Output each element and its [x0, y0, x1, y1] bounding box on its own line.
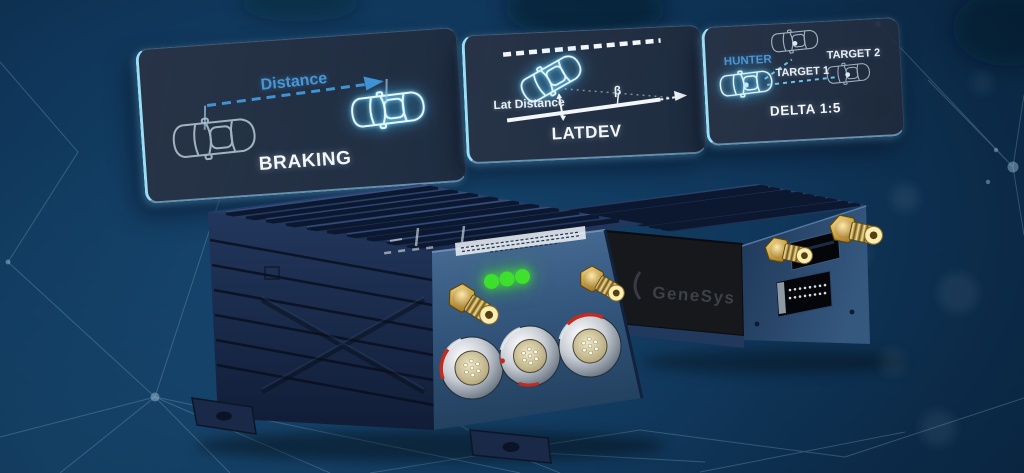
rear-screw-2: [849, 309, 855, 315]
front-device-unit: [191, 184, 644, 464]
latdev-diagram: [502, 38, 688, 123]
status-led-1: [484, 274, 499, 289]
mounting-foot-left: [191, 397, 257, 435]
distance-arrow: [203, 76, 388, 130]
latdev-info-panel: Lat Distance β LATDEV: [461, 24, 707, 165]
delta-link-lines: [743, 40, 851, 88]
status-led-2: [499, 271, 515, 287]
side-face-cross-emboss: [260, 266, 426, 395]
lemo-connector-3: [558, 312, 622, 378]
rear-sma-antenna-connector-1: [764, 237, 813, 265]
lane-dashed-line: [502, 38, 661, 57]
rear-device-edge-highlight: [741, 205, 867, 247]
status-led-3: [515, 269, 530, 284]
delta-info-panel: HUNTER TARGET 1 TARGET 2 DELTA 1:5: [701, 16, 905, 147]
braking-info-panel: Distance BRAKING: [134, 26, 468, 205]
front-right-edge: [603, 229, 644, 399]
rear-device-unit: GeneSys: [558, 184, 884, 348]
rear-sma-antenna-connector-2: [829, 214, 884, 245]
bokeh-circles: [852, 72, 993, 446]
front-sma-antenna-connector-left: [448, 283, 499, 325]
lemo-connector-2: [499, 325, 561, 387]
front-device-heatsink-fins: [225, 184, 620, 251]
rear-pin-connector-port: [775, 270, 833, 318]
brand-logo-mark: [633, 271, 642, 300]
braking-diagram: [170, 76, 428, 164]
status-led-indicators: [484, 269, 530, 289]
rear-screw-1: [754, 321, 760, 327]
top-face-fixtures: [389, 225, 466, 247]
lateral-deviation-lines: [506, 88, 688, 123]
mounting-foot-center: [469, 429, 552, 464]
lemo-connector-1: [439, 336, 504, 400]
delta-diagram: [718, 26, 872, 101]
front-sma-antenna-connector-right: [580, 265, 625, 302]
network-lines: [0, 25, 1024, 473]
device-label-strip: [383, 226, 586, 256]
rear-device-heatsink-fins: [568, 184, 861, 232]
